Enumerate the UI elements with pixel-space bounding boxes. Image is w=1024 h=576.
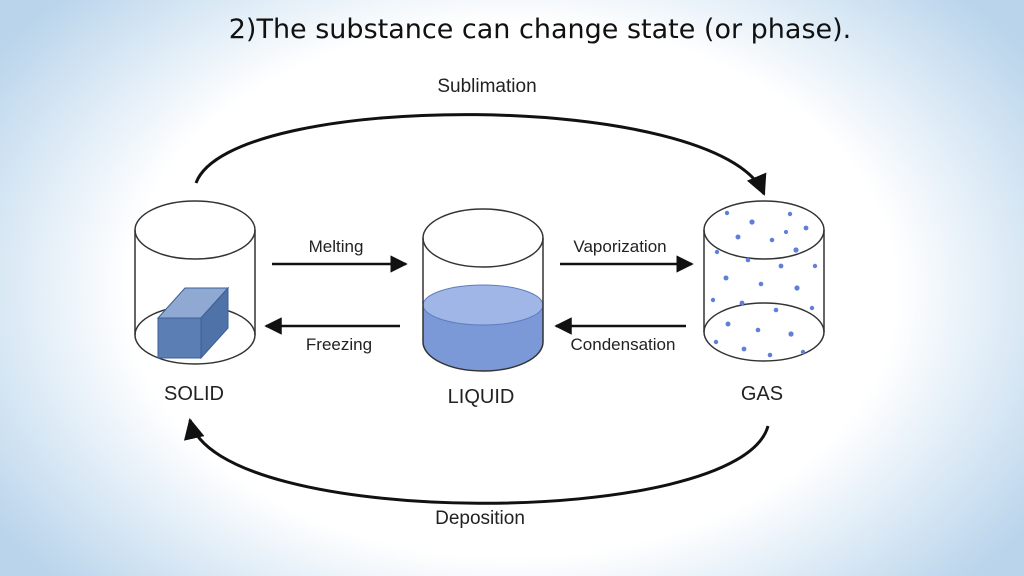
- freezing-label: Freezing: [306, 335, 372, 354]
- solid-container: [134, 200, 256, 365]
- vaporization-label: Vaporization: [573, 237, 666, 256]
- gas-container: [703, 200, 825, 362]
- liquid-label: LIQUID: [448, 386, 515, 408]
- deposition-label: Deposition: [435, 508, 525, 529]
- gas-label: GAS: [741, 383, 783, 405]
- deposition-arrow: [184, 417, 770, 505]
- solid-block: [156, 286, 230, 360]
- sublimation-label: Sublimation: [437, 76, 536, 97]
- sublimation-arrow: [194, 113, 767, 196]
- condensation-label: Condensation: [571, 335, 676, 354]
- slide-title: 2)The substance can change state (or pha…: [228, 14, 852, 45]
- solid-label: SOLID: [164, 383, 224, 405]
- gas-particles: [710, 210, 818, 358]
- melting-label: Melting: [309, 237, 364, 256]
- liquid-container: [422, 208, 544, 372]
